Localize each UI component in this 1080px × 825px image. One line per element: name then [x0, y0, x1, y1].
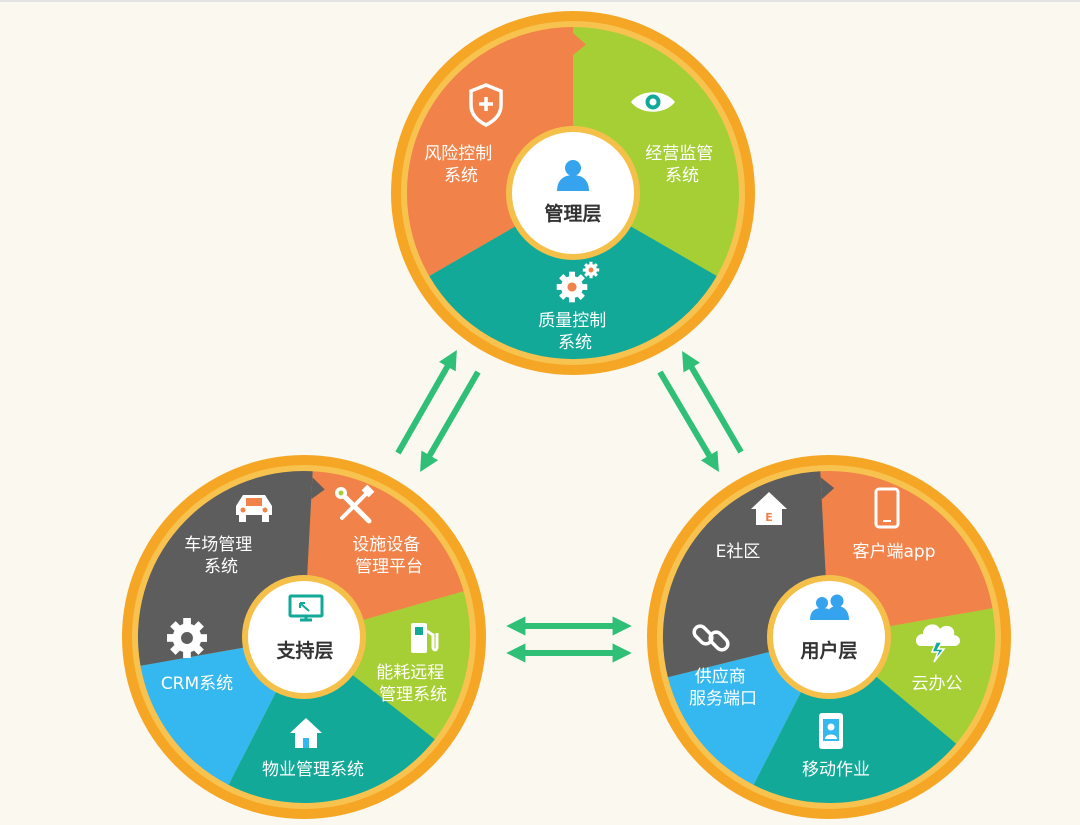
- support-layer-circle: 车场管理 系统 设施设备 管理平台 能耗远程 管理系统 物业管理系统 CRM系统…: [122, 455, 486, 819]
- svg-text:E: E: [765, 511, 773, 524]
- segment-label-client-app: 客户端app: [853, 542, 936, 562]
- user-segment-2: [753, 637, 957, 804]
- shield-icon: [469, 83, 503, 127]
- arrow-support-to-management: [395, 349, 457, 455]
- link-icon: [692, 624, 730, 652]
- segment-label-mobile-work: 移动作业: [802, 760, 870, 780]
- phone-icon: [874, 487, 900, 529]
- segment-label-facility: 设施设备 管理平台: [352, 535, 425, 577]
- arrow-management-to-user: [657, 370, 719, 472]
- gears-icon: [556, 261, 600, 303]
- user-layer-circle: E E社区 客户端app 云办公 移动作: [647, 455, 1011, 819]
- hub-label-support: 支持层: [275, 639, 333, 662]
- segment-label-e-community: E社区: [716, 542, 761, 562]
- e-home-icon: E: [751, 492, 787, 525]
- arrow-user-to-management: [682, 351, 744, 454]
- segment-label-property: 物业管理系统: [262, 760, 364, 780]
- support-segment-2: [228, 637, 435, 804]
- users-icon: [810, 594, 849, 620]
- fuel-pump-icon: [411, 623, 439, 653]
- management-segment-notch-2: [573, 33, 586, 55]
- car-icon: [236, 495, 272, 522]
- monitor-icon: [288, 594, 324, 622]
- hub-label-user: 用户层: [800, 639, 857, 662]
- hub-label-management: 管理层: [544, 202, 601, 225]
- user-segment-notch-4: [820, 477, 835, 500]
- top-border: [0, 0, 1080, 2]
- mobile-badge-icon: [819, 713, 843, 749]
- segment-label-risk-control: 风险控制 系统: [424, 144, 497, 186]
- house-icon: [290, 718, 322, 748]
- segment-label-crm: CRM系统: [161, 674, 233, 694]
- tools-icon: [335, 484, 375, 524]
- segment-label-quality-control: 质量控制 系统: [538, 311, 611, 353]
- management-layer-circle: 风险控制 系统 经营监管 系统 质量控制 系统 管理层: [391, 11, 755, 375]
- arrows-management-support: [395, 349, 481, 472]
- segment-label-operation-supervision: 经营监管 系统: [645, 144, 718, 186]
- segment-label-cloud-office: 云办公: [912, 674, 963, 694]
- segment-label-energy: 能耗远程 管理系统: [376, 663, 449, 705]
- arrow-management-to-support: [420, 370, 481, 472]
- person-icon: [557, 160, 589, 191]
- support-hub: [242, 575, 366, 699]
- support-segment-notch-4: [311, 477, 325, 500]
- user-hub: [767, 575, 891, 699]
- cloud-icon: [915, 624, 960, 663]
- segment-label-parking: 车场管理 系统: [184, 535, 257, 577]
- arrows-management-user: [657, 351, 744, 472]
- gear-icon: [167, 618, 207, 658]
- arrows-support-user: [506, 616, 632, 663]
- eye-icon: [631, 92, 675, 112]
- management-hub: [506, 126, 640, 260]
- segment-label-supplier-port: 供应商 服务端口: [689, 667, 757, 709]
